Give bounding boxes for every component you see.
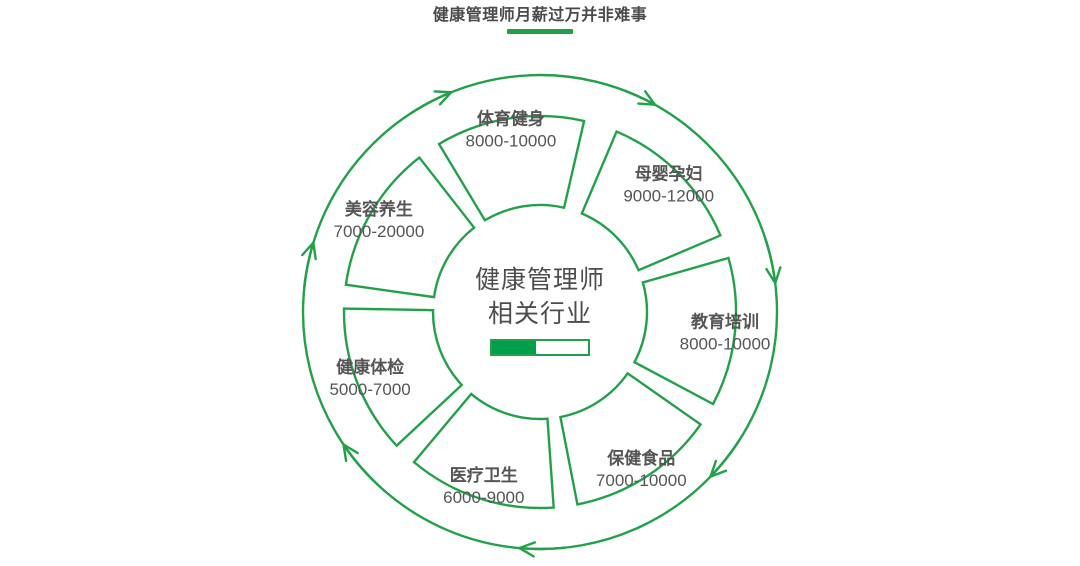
segment-label-name: 体育健身 <box>477 108 545 128</box>
ring-segment[interactable] <box>580 130 722 272</box>
flow-arrow-arc <box>409 73 657 115</box>
ring-segment[interactable] <box>342 307 464 448</box>
flow-arrow-arc <box>303 91 453 289</box>
segment-label-name: 教育培训 <box>690 311 759 331</box>
segment-label-range: 5000-7000 <box>329 380 410 399</box>
segment-label-range: 8000-10000 <box>680 334 771 353</box>
flow-arrow-arc <box>709 237 779 478</box>
segment-label-range: 7000-10000 <box>596 471 687 490</box>
title-underline <box>507 29 573 34</box>
segment-label-range: 9000-12000 <box>623 186 714 205</box>
page-title: 健康管理师月薪过万并非难事 <box>432 7 648 24</box>
segment-label-name: 保健食品 <box>606 448 675 468</box>
segment-label-range: 6000-9000 <box>443 488 524 507</box>
segment-label-range: 7000-20000 <box>334 222 425 241</box>
segment-label-range: 8000-10000 <box>466 131 557 150</box>
ring-segment[interactable] <box>632 256 738 406</box>
page-title-block: 健康管理师月薪过万并非难事 <box>0 6 1080 34</box>
flow-arrow-head-icon <box>637 90 657 106</box>
ring-segment[interactable] <box>437 114 586 222</box>
ring-segment[interactable] <box>559 371 703 506</box>
segments-group <box>342 114 738 510</box>
segment-labels-group: 母婴孕妇 9000-12000 教育培训 8000-10000 保健食品 7000-100… <box>329 108 770 507</box>
segment-label-name: 美容养生 <box>345 199 413 219</box>
segment-label-name: 医疗卫生 <box>450 465 518 485</box>
cycle-diagram: 母婴孕妇 9000-12000 教育培训 8000-10000 保健食品 7000-100… <box>0 40 1080 566</box>
cycle-diagram-svg: 母婴孕妇 9000-12000 教育培训 8000-10000 保健食品 7000-100… <box>301 73 782 558</box>
ring-segment[interactable] <box>344 155 476 299</box>
arrows-group <box>301 73 782 558</box>
segment-label-name: 健康体检 <box>336 357 404 377</box>
ring-segment[interactable] <box>412 392 555 510</box>
segment-label-name: 母婴孕妇 <box>635 163 703 183</box>
